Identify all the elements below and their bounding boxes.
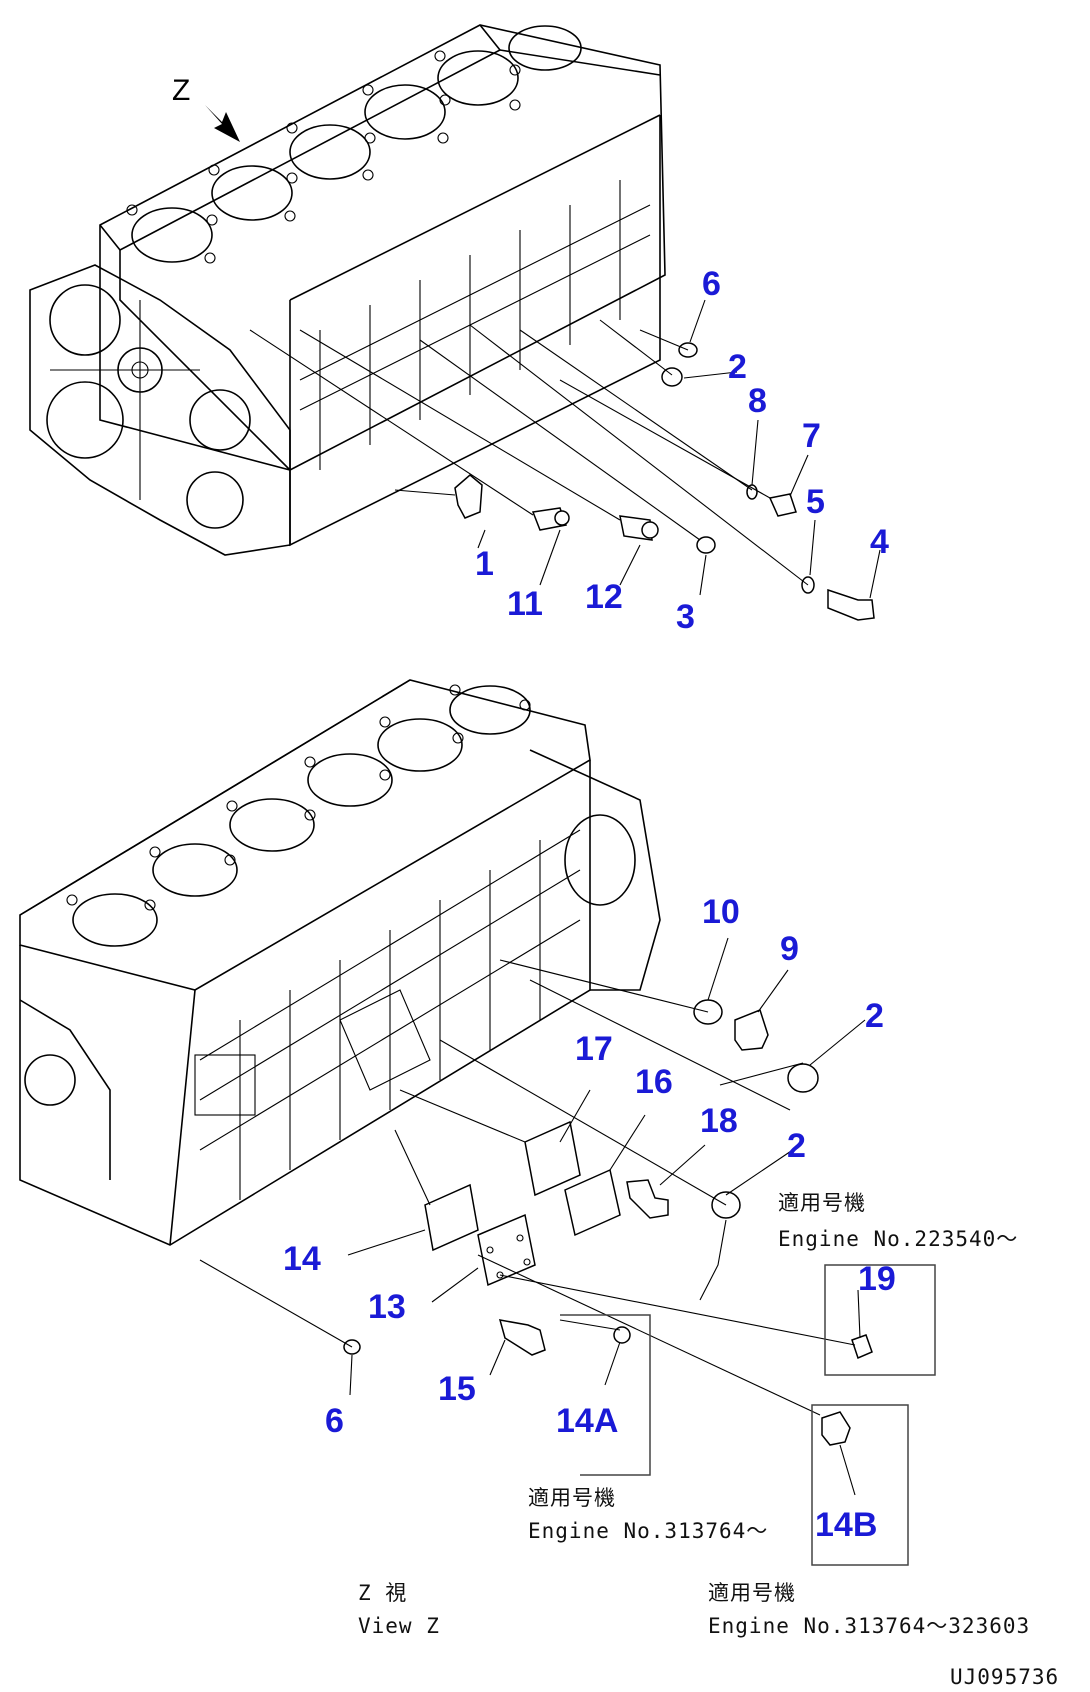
callout-8: 8 <box>748 382 767 420</box>
callout-16: 16 <box>635 1063 673 1101</box>
callout-15: 15 <box>438 1370 476 1408</box>
callout-2-upper: 2 <box>728 348 747 386</box>
callout-19: 19 <box>858 1260 896 1298</box>
callout-9: 9 <box>780 930 799 968</box>
callout-2-lower-a: 2 <box>865 997 884 1035</box>
callout-10: 10 <box>702 893 740 931</box>
part-15-bolt <box>498 1319 546 1356</box>
part-16-cover <box>564 1168 621 1237</box>
part-14b-fitting <box>821 1411 851 1446</box>
upper-engine-block: Z <box>29 24 889 636</box>
callout-6-lower: 6 <box>325 1402 344 1440</box>
part-4-bolt <box>827 588 875 621</box>
callout-13: 13 <box>368 1288 406 1326</box>
part-18-bolt <box>626 1179 669 1219</box>
callout-1: 1 <box>475 545 494 583</box>
part-3-plug <box>696 536 716 554</box>
callout-11: 11 <box>507 585 543 623</box>
part-9-plug <box>734 1009 769 1051</box>
drawing-code: UJ095736 <box>950 1665 1059 1689</box>
view-label-en: View Z <box>358 1614 440 1638</box>
note-14b-en: Engine No.313764〜323603 <box>708 1614 1030 1638</box>
part-2-plug-lower-a <box>787 1063 819 1093</box>
callout-12: 12 <box>585 578 623 616</box>
callout-18: 18 <box>700 1102 738 1140</box>
note-14a-jp: 適用号機 <box>528 1486 616 1510</box>
bracket-14a <box>560 1314 651 1476</box>
part-2-plug-upper <box>661 367 683 387</box>
part-13-cover <box>477 1213 536 1287</box>
part-7-fitting <box>768 493 797 517</box>
view-arrow-icon <box>205 105 240 142</box>
callout-14b: 14B <box>815 1506 877 1544</box>
part-14a-plug <box>613 1326 631 1344</box>
note-14b-jp: 適用号機 <box>708 1581 796 1605</box>
applicability-notes: 適用号機 Engine No.223540〜 適用号機 Engine No.31… <box>358 1191 1059 1689</box>
callout-5: 5 <box>806 483 825 521</box>
lower-engine-block: 10 9 2 2 17 16 18 14 13 6 15 14A 19 14B <box>19 679 936 1566</box>
callout-3: 3 <box>676 598 695 636</box>
note-14a-en: Engine No.313764〜 <box>528 1519 768 1543</box>
callout-2-lower-b: 2 <box>787 1127 806 1165</box>
part-17-gasket <box>524 1120 581 1197</box>
callout-4: 4 <box>870 523 889 561</box>
callout-14: 14 <box>283 1240 321 1278</box>
callout-7: 7 <box>802 417 821 455</box>
note-19-jp: 適用号機 <box>778 1191 866 1215</box>
part-14-gasket <box>424 1183 479 1252</box>
callout-6-upper: 6 <box>702 265 721 303</box>
frame-14b <box>811 1404 909 1566</box>
note-19-en: Engine No.223540〜 <box>778 1227 1018 1251</box>
view-label-jp: Z 視 <box>358 1581 407 1605</box>
view-letter-z: Z <box>172 74 190 107</box>
part-1-sensor <box>454 474 483 519</box>
callout-14a: 14A <box>556 1402 618 1440</box>
callout-17: 17 <box>575 1030 613 1068</box>
frame-19 <box>824 1264 936 1376</box>
part-19-fitting <box>851 1334 873 1360</box>
